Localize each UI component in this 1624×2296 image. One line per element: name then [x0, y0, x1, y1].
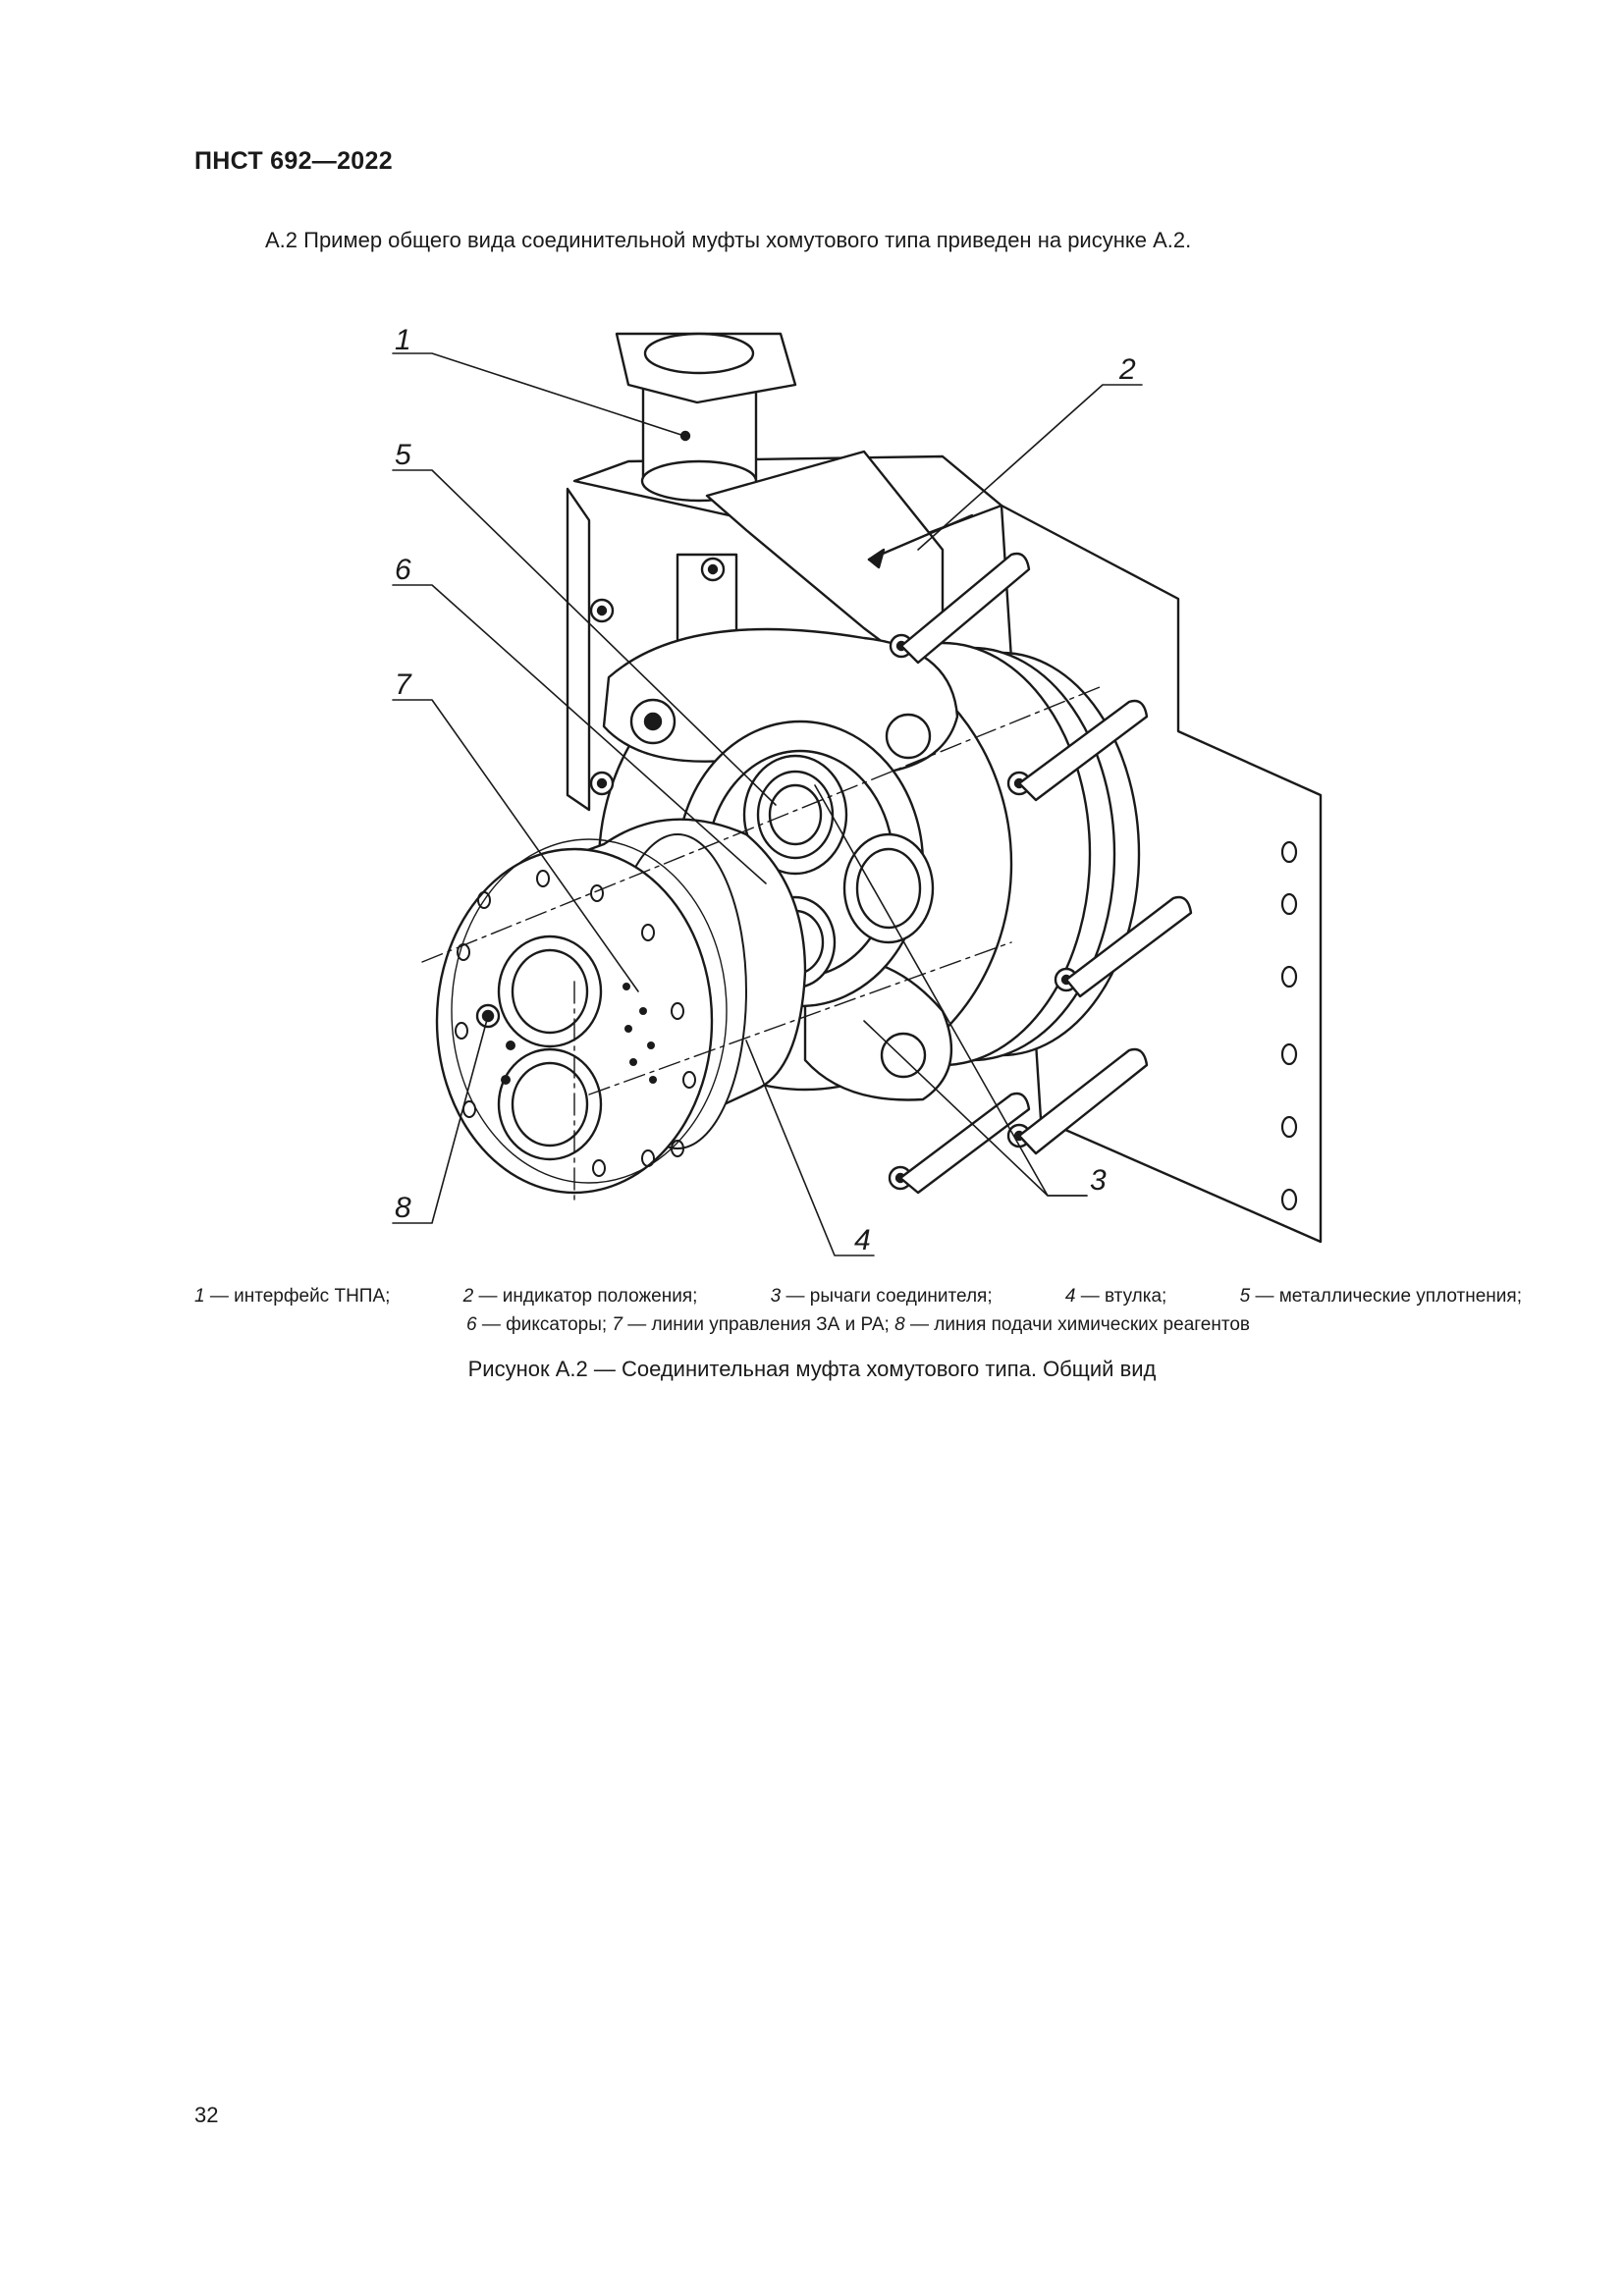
label-6: 6	[395, 554, 411, 586]
label-4: 4	[854, 1224, 871, 1256]
label-1: 1	[395, 324, 411, 356]
rods	[898, 552, 1193, 1195]
label-8: 8	[395, 1192, 411, 1224]
legend-item-8: 8 — линия подачи химических реагентов	[894, 1314, 1250, 1335]
leader-lines	[392, 352, 1143, 1256]
document-header: ПНСТ 692—2022	[194, 147, 393, 175]
coupling-drawing	[392, 332, 1323, 1256]
figure-a2: 1 2 3 4 5 6 7 8	[392, 324, 1323, 1256]
legend-item-4: 4 — втулка;	[1064, 1286, 1167, 1307]
legend-item-2: 2 — индикатор положения;	[462, 1286, 698, 1307]
label-7: 7	[395, 668, 411, 701]
upper-lever	[602, 627, 959, 777]
label-5: 5	[395, 439, 411, 471]
intro-paragraph: А.2 Пример общего вида соединительной му…	[265, 228, 1192, 252]
figure-caption: Рисунок А.2 — Соединительная муфта хомут…	[467, 1357, 1157, 1381]
plate-holes	[1280, 840, 1298, 1211]
back-plate	[566, 487, 591, 812]
legend-line-2: 6 — фиксаторы; 7 — линии управления ЗА и…	[194, 1310, 1522, 1339]
legend-item-1: 1 — интерфейс ТНПА;	[194, 1286, 391, 1307]
label-2: 2	[1119, 353, 1136, 386]
legend-item-6: 6 — фиксаторы;	[466, 1314, 608, 1335]
page-number: 32	[194, 2103, 219, 2127]
figure-legend: 1 — интерфейс ТНПА; 2 — индикатор положе…	[194, 1282, 1522, 1339]
legend-item-7: 7 — линии управления ЗА и РА;	[612, 1314, 890, 1335]
legend-line-1: 1 — интерфейс ТНПА; 2 — индикатор положе…	[194, 1282, 1522, 1310]
legend-item-3: 3 — рычаги соединителя;	[770, 1286, 993, 1307]
control-line-dots	[501, 983, 657, 1085]
legend-item-5: 5 — металлические уплотнения;	[1239, 1286, 1522, 1307]
label-3: 3	[1090, 1164, 1107, 1197]
